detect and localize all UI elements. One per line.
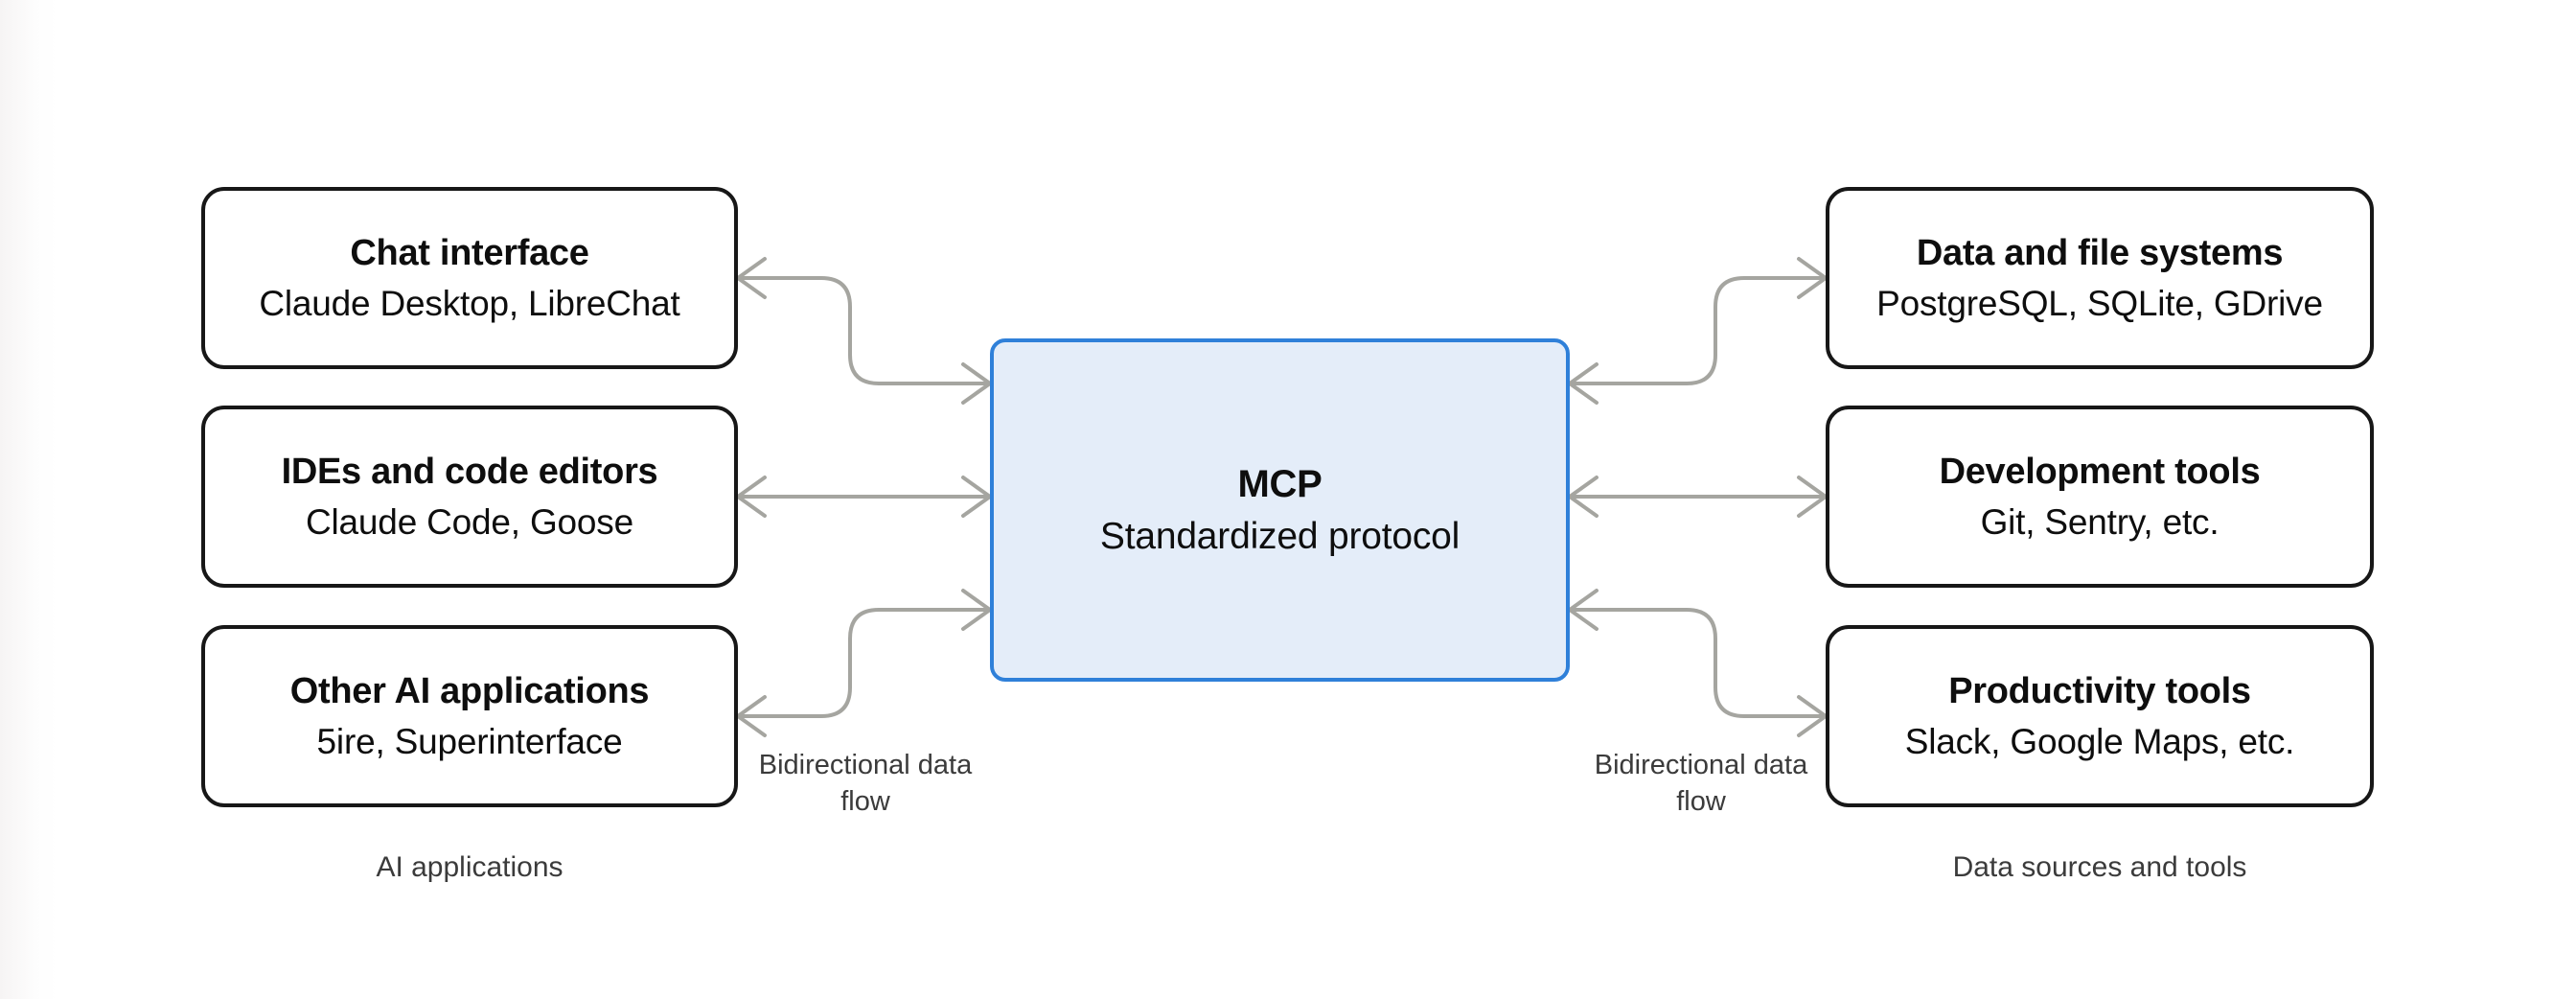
arrow-left-icon (736, 695, 767, 737)
connector-mcp-to-productivity (1568, 589, 1828, 737)
arrow-left-icon (736, 257, 767, 299)
node-title: Other AI applications (289, 671, 650, 711)
connector-chat-to-mcp (736, 257, 992, 405)
connector-mcp-to-datafiles (1568, 257, 1828, 405)
node-title: IDEs and code editors (281, 452, 658, 492)
group-label-ai-applications: AI applications (376, 851, 564, 883)
node-subtitle: Standardized protocol (1099, 516, 1460, 557)
node-data-file-systems: Data and file systems PostgreSQL, SQLite… (1826, 187, 2374, 369)
node-subtitle: Slack, Google Maps, etc. (1904, 722, 2295, 761)
node-development-tools: Development tools Git, Sentry, etc. (1826, 406, 2374, 588)
node-subtitle: Claude Code, Goose (306, 502, 633, 542)
node-chat-interface: Chat interface Claude Desktop, LibreChat (201, 187, 738, 369)
connector-mcp-to-devtools (1568, 476, 1828, 518)
node-title: Chat interface (350, 233, 589, 273)
arrow-left-icon (1568, 476, 1598, 518)
node-mcp: MCP Standardized protocol (990, 338, 1570, 682)
node-ides-code-editors: IDEs and code editors Claude Code, Goose (201, 406, 738, 588)
group-label-data-sources-tools: Data sources and tools (1952, 851, 2247, 883)
bidirectional-flow-label-left: Bidirectional data flow (758, 750, 973, 817)
arrow-left-icon (736, 476, 767, 518)
arrow-left-icon (1568, 589, 1598, 631)
node-title: Development tools (1939, 452, 2261, 492)
node-subtitle: Claude Desktop, LibreChat (259, 284, 680, 323)
node-productivity-tools: Productivity tools Slack, Google Maps, e… (1826, 625, 2374, 807)
node-title: MCP (1237, 463, 1322, 505)
bidirectional-flow-label-right: Bidirectional data flow (1594, 750, 1808, 817)
connector-ide-to-mcp (736, 476, 992, 518)
node-other-ai-applications: Other AI applications 5ire, Superinterfa… (201, 625, 738, 807)
connector-otherai-to-mcp (736, 589, 992, 737)
arrow-left-icon (1568, 362, 1598, 405)
node-title: Productivity tools (1948, 671, 2251, 711)
node-subtitle: Git, Sentry, etc. (1980, 502, 2220, 542)
node-title: Data and file systems (1916, 233, 2284, 273)
node-subtitle: PostgreSQL, SQLite, GDrive (1876, 284, 2323, 323)
node-subtitle: 5ire, Superinterface (316, 722, 623, 761)
